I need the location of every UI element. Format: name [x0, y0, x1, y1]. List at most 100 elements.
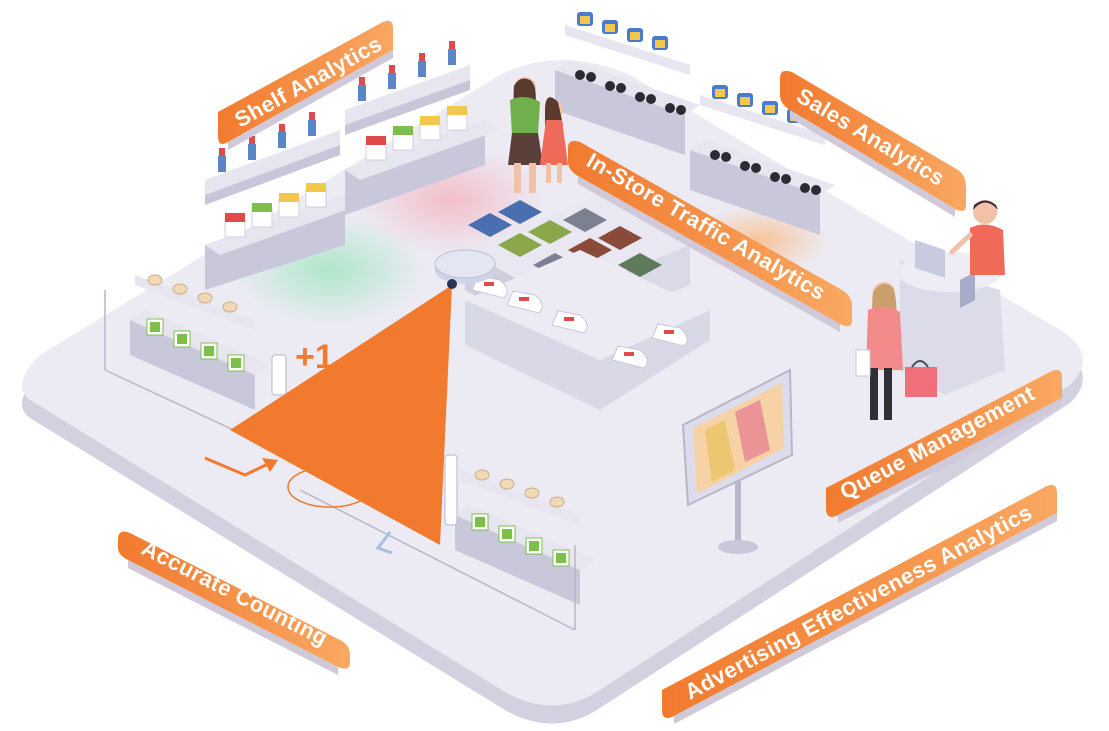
sunglasses-lens — [740, 161, 750, 171]
lipstick — [358, 85, 366, 101]
lipstick — [388, 73, 396, 89]
compact-mirror — [222, 301, 238, 313]
lipstick — [308, 120, 316, 136]
lipstick-tip — [389, 65, 395, 73]
compact-mirror — [549, 496, 565, 508]
lipstick-tip — [279, 124, 285, 132]
cabinet-box-mark — [556, 553, 566, 563]
cabinet-box-mark — [150, 322, 160, 332]
lipstick-tip — [419, 53, 425, 61]
sneaker-stripe — [664, 330, 674, 334]
shopping-bag — [905, 367, 937, 397]
product-shelf-right — [345, 120, 500, 215]
sneaker-stripe — [624, 352, 634, 356]
sunglasses-lens — [811, 185, 821, 195]
sneaker — [611, 345, 648, 369]
compact-mirror — [197, 292, 213, 304]
right-accessories-shelf — [460, 470, 580, 525]
can-label — [630, 32, 640, 40]
sneaker-stripe — [564, 317, 574, 321]
can-label — [765, 105, 775, 113]
sunglasses-lens — [710, 150, 720, 160]
counter-increment-badge: +1 — [295, 338, 334, 376]
left-accessories-shelf — [135, 275, 255, 330]
lipstick-tip — [449, 41, 455, 49]
entrance-glass-walls — [104, 290, 576, 631]
ceiling-camera-icon — [434, 249, 496, 289]
sunglasses-lens — [635, 92, 645, 102]
lipstick-products — [218, 41, 456, 172]
compact-mirror — [147, 274, 163, 286]
sunglasses-lens — [665, 103, 675, 113]
product-box-lid — [366, 136, 386, 145]
sunglasses-products — [575, 70, 821, 195]
folded-shirt — [528, 220, 572, 244]
mother-shopper — [508, 77, 543, 193]
sunglasses-lens — [586, 72, 596, 82]
people-counter-zone: +1 — [204, 285, 458, 555]
entry-arrow-icon — [204, 456, 273, 477]
compact-mirror — [474, 469, 490, 481]
can-label — [605, 24, 615, 32]
lipstick — [448, 49, 456, 65]
sunglasses-lens — [646, 94, 656, 104]
lipstick-tip — [219, 148, 225, 156]
digital-signage — [681, 368, 794, 554]
sunglasses-lens — [616, 83, 626, 93]
cabinet-box-mark — [231, 358, 241, 368]
lipstick-shelf-right — [345, 65, 470, 135]
sneaker — [551, 310, 588, 334]
sunglasses-lens — [800, 183, 810, 193]
product-shelf-left — [205, 195, 360, 290]
sneaker-stripe — [484, 282, 494, 286]
folded-shirt — [468, 213, 512, 237]
pos-terminal — [915, 240, 945, 278]
lipstick-shelf-left — [205, 130, 340, 205]
sunglasses-lens — [605, 81, 615, 91]
sneaker — [506, 290, 543, 314]
sunglasses-lens — [575, 70, 585, 80]
folded-shirt — [498, 233, 542, 257]
cabinet-box-mark — [502, 529, 512, 539]
folded-shirt — [598, 226, 642, 250]
shoe-display — [465, 250, 710, 410]
cabinet-box-mark — [204, 346, 214, 356]
sneakers — [471, 275, 688, 369]
cabinet-box-mark — [529, 541, 539, 551]
compact-mirror — [172, 283, 188, 295]
can-label — [580, 16, 590, 24]
compact-mirror — [499, 478, 515, 490]
shopping-bag — [855, 349, 871, 377]
label-shelf-analytics: Shelf Analytics — [218, 20, 393, 150]
cashier-person — [949, 200, 1005, 275]
product-box-lid — [306, 183, 326, 192]
lipstick — [278, 132, 286, 148]
sunglasses-lens — [781, 174, 791, 184]
top-shelf-items — [565, 25, 825, 145]
lipstick — [218, 156, 226, 172]
product-box-lid — [447, 106, 467, 115]
cabinet-box-mark — [177, 334, 187, 344]
product-box-lid — [279, 193, 299, 202]
folded-shirt — [618, 253, 662, 277]
can-label — [740, 97, 750, 105]
folded-shirt — [563, 208, 607, 232]
lipstick-tip — [359, 77, 365, 85]
can-label — [715, 89, 725, 97]
product-box-lid — [420, 116, 440, 125]
sensor-post-left — [271, 354, 287, 396]
accessory-items — [147, 274, 565, 508]
sunglasses-lens — [751, 163, 761, 173]
product-box-lid — [252, 203, 272, 212]
sunglasses-lens — [721, 152, 731, 162]
sunglasses-lens — [770, 172, 780, 182]
exit-arrow-icon — [375, 531, 393, 555]
queue-shopper — [855, 282, 937, 420]
product-box-lid — [393, 126, 413, 135]
lipstick — [418, 61, 426, 77]
cabinet-box-mark — [475, 517, 485, 527]
child-shopper — [540, 97, 568, 183]
camera-view-cone — [230, 285, 452, 545]
lipstick-tip — [249, 136, 255, 144]
